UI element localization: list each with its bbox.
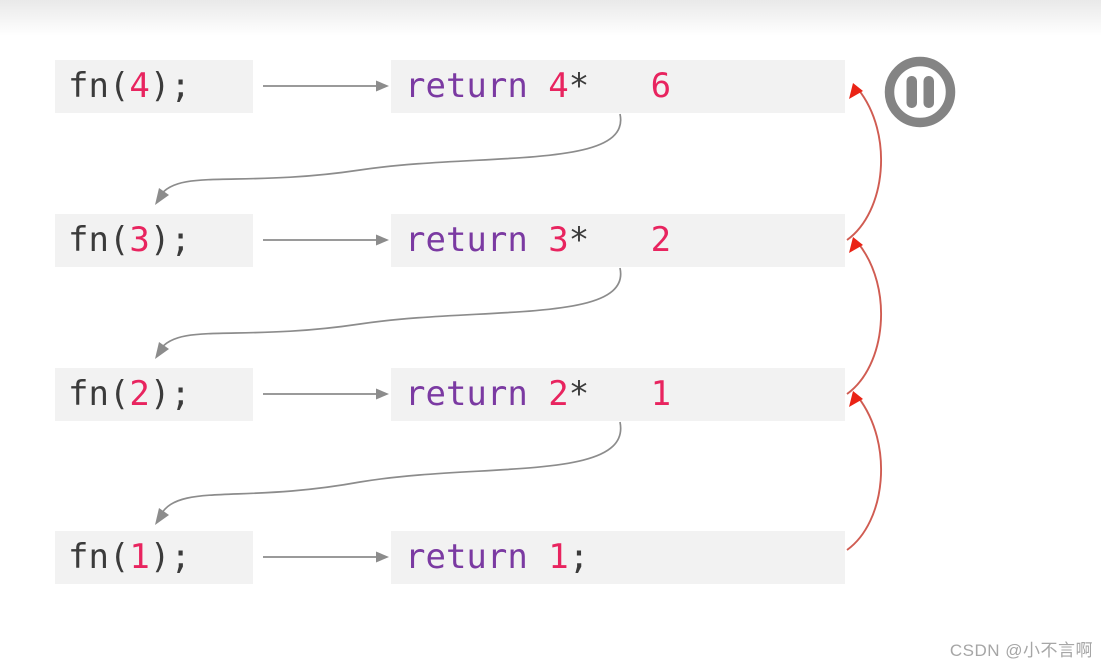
code-segment: 4 (129, 66, 150, 106)
watermark: CSDN @小不言啊 (949, 641, 1093, 660)
code-segment: 6 (650, 66, 672, 106)
code-segment: * (568, 374, 651, 414)
call-box: fn(1); (55, 531, 253, 584)
code-segment: return (405, 66, 549, 106)
code-segment: * (568, 220, 651, 260)
arrowhead-right-icon (376, 388, 389, 400)
code-segment: ); (149, 220, 191, 260)
code-segment: 1 (548, 537, 569, 577)
code-segment: * (568, 66, 651, 106)
call-box: fn(4); (55, 60, 253, 113)
call-arrow (263, 551, 389, 563)
call-box: fn(3); (55, 214, 253, 267)
code-segment: 4 (548, 66, 569, 106)
code-segment: 2 (129, 374, 150, 414)
arrowhead-red-icon (849, 237, 863, 253)
code-segment: ; (568, 537, 590, 577)
code-segment: fn( (68, 374, 130, 414)
arrowhead-right-icon (376, 234, 389, 246)
code-segment: return (405, 374, 549, 414)
call-arrow (263, 388, 389, 400)
return-box: return 1; (391, 531, 845, 584)
return-box: return 3* 2 (391, 214, 845, 267)
return-value-curve (846, 391, 883, 551)
arrowhead-downleft-icon (155, 508, 169, 525)
recurse-curve (155, 267, 622, 359)
recurse-curve (155, 421, 622, 525)
code-segment: ); (149, 374, 191, 414)
return-box: return 4* 6 (391, 60, 845, 113)
call-arrow (263, 234, 389, 246)
arrowhead-red-icon (849, 391, 863, 407)
arrowhead-right-icon (376, 551, 389, 563)
code-segment: return (405, 537, 549, 577)
return-value-curve (846, 237, 883, 395)
arrowhead-red-icon (849, 83, 863, 99)
code-segment: 3 (129, 220, 150, 260)
call-arrow (263, 80, 389, 92)
code-segment: return (405, 220, 549, 260)
call-box: fn(2); (55, 368, 253, 421)
code-segment: fn( (68, 537, 130, 577)
code-segment: 2 (548, 374, 569, 414)
arrowhead-downleft-icon (155, 188, 169, 205)
code-segment: ); (149, 66, 191, 106)
return-value-curve (846, 83, 883, 241)
top-gradient (0, 0, 1101, 36)
code-segment: fn( (68, 66, 130, 106)
code-segment: 2 (650, 220, 672, 260)
arrowhead-downleft-icon (155, 342, 169, 359)
code-segment: 1 (650, 374, 672, 414)
arrowhead-right-icon (376, 80, 389, 92)
code-segment: ); (149, 537, 191, 577)
return-box: return 2* 1 (391, 368, 845, 421)
recurse-curve (155, 113, 622, 205)
code-segment: 1 (129, 537, 150, 577)
code-segment: 3 (548, 220, 569, 260)
pause-icon[interactable] (884, 56, 956, 128)
code-segment: fn( (68, 220, 130, 260)
